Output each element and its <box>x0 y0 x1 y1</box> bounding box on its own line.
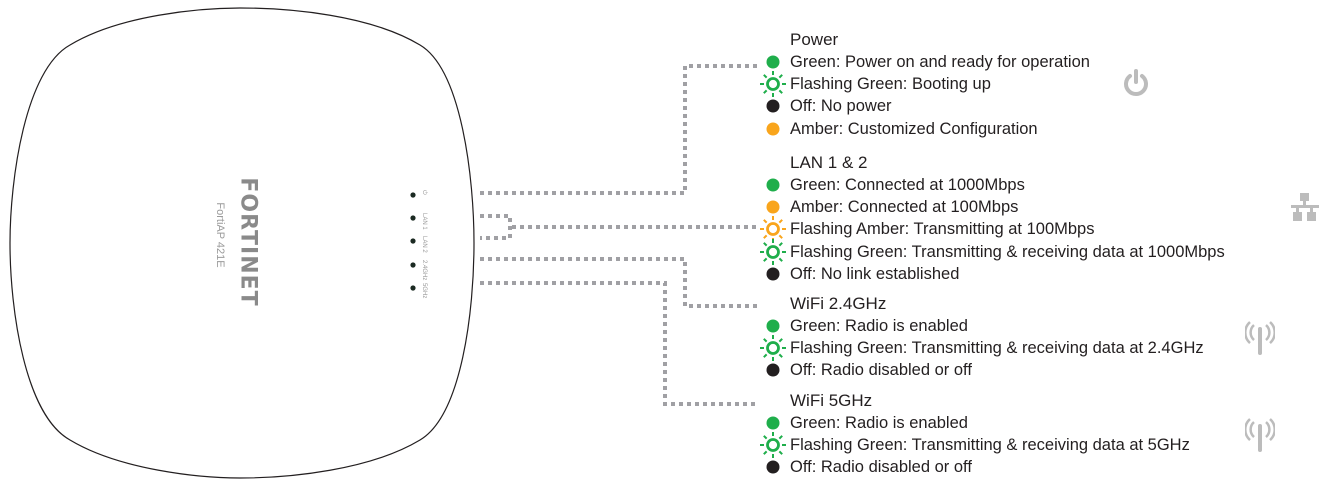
led-state-description: Off: No link established <box>790 264 960 283</box>
device-led <box>410 192 416 198</box>
led-state-description: Amber: Connected at 100Mbps <box>790 198 1019 217</box>
led-state-description: Flashing Amber: Transmitting at 100Mbps <box>790 220 1095 239</box>
device-led-label: LAN 2 <box>421 236 427 253</box>
device-model: FortiAP 421E <box>214 202 226 268</box>
fortinet-logo: FORTINET <box>235 177 261 307</box>
solid-amber-led-icon <box>759 115 787 143</box>
device-led-label: ⏻ <box>421 190 427 195</box>
solid-green-led-icon <box>759 312 787 340</box>
device-led <box>410 238 416 244</box>
connector-lan1 <box>480 214 512 240</box>
connector-wifi5 <box>480 281 757 406</box>
flashing-green-led-icon <box>759 431 787 459</box>
led-state-description: Off: Radio disabled or off <box>790 458 972 477</box>
led-state-description: Off: No power <box>790 97 892 116</box>
led-state-description: Amber: Customized Configuration <box>790 119 1038 138</box>
led-state-description: Green: Power on and ready for operation <box>790 53 1090 71</box>
section-title: LAN 1 & 2 <box>790 153 868 172</box>
led-state-description: Flashing Green: Transmitting & receiving… <box>790 339 1204 358</box>
device-led-label: 2.4GHz <box>421 260 427 281</box>
flashing-green-led-icon <box>759 70 787 98</box>
device-led <box>410 285 416 291</box>
power-icon <box>1124 69 1148 96</box>
solid-off-led-icon <box>759 260 787 288</box>
network-icon <box>1291 193 1319 221</box>
solid-green-led-icon <box>759 171 787 199</box>
solid-off-led-icon <box>759 356 787 384</box>
section-title: WiFi 2.4GHz <box>790 294 887 313</box>
section-title: WiFi 5GHz <box>790 391 873 410</box>
antenna-icon-24ghz <box>1245 321 1275 355</box>
device-led <box>410 215 416 221</box>
flashing-green-led-icon <box>759 334 787 362</box>
led-state-description: Flashing Green: Transmitting & receiving… <box>790 242 1225 261</box>
solid-green-led-icon <box>759 48 787 76</box>
section-title: Power <box>790 30 839 49</box>
led-state-description: Off: Radio disabled or off <box>790 361 972 380</box>
flashing-amber-led-icon <box>759 215 787 243</box>
solid-amber-led-icon <box>759 193 787 221</box>
device-led-label: 5GHz <box>421 283 427 299</box>
connector-wifi24 <box>480 257 757 308</box>
led-state-description: Green: Radio is enabled <box>790 414 968 432</box>
led-state-description: Flashing Green: Transmitting & receiving… <box>790 436 1190 455</box>
solid-off-led-icon <box>759 92 787 120</box>
solid-off-led-icon <box>759 453 787 481</box>
flashing-green-led-icon <box>759 238 787 266</box>
device-led-label: LAN 1 <box>421 213 427 230</box>
device-led <box>410 262 416 268</box>
connector-power <box>480 64 757 195</box>
antenna-icon-5ghz <box>1245 418 1275 452</box>
led-state-description: Green: Radio is enabled <box>790 317 968 335</box>
solid-green-led-icon <box>759 409 787 437</box>
device-outline <box>9 7 475 479</box>
led-state-description: Flashing Green: Booting up <box>790 75 991 94</box>
led-state-description: Green: Connected at 1000Mbps <box>790 176 1025 194</box>
